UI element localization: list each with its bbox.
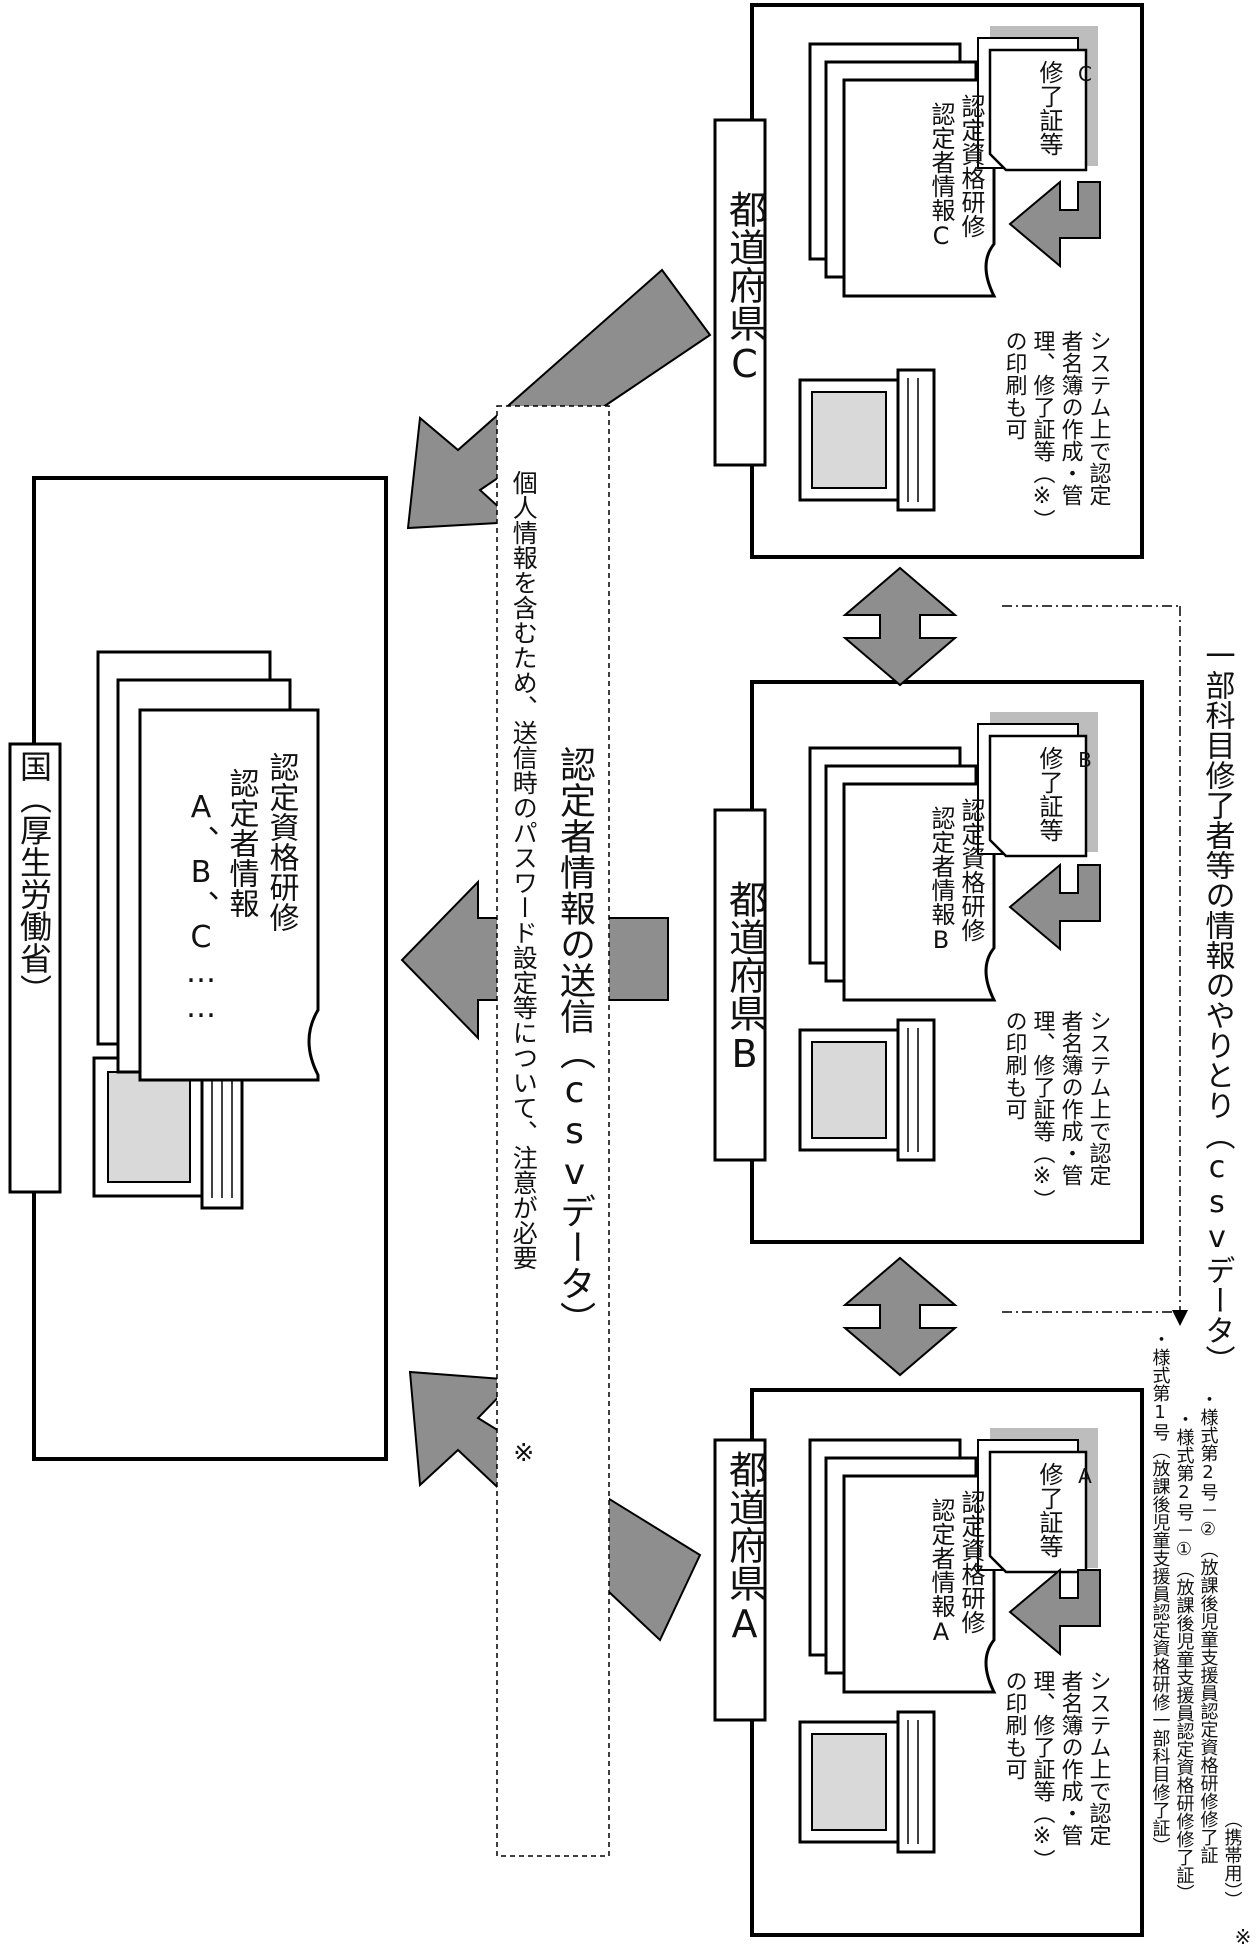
national-doc-line-1: 認定資格研修: [263, 752, 299, 932]
prefecture-b-system-note-3: 理、修了証等（※）: [1029, 1010, 1055, 1211]
prefecture-a-laptop-icon: [798, 1710, 936, 1854]
prefecture-a-doc-line-2: 認定者情報A: [927, 1498, 955, 1646]
national-title: 国（厚生労働省）: [15, 750, 53, 1006]
prefecture-a-system-note-3: 理、修了証等（※）: [1029, 1670, 1055, 1871]
national-document-stack-icon: [96, 650, 320, 1082]
prefecture-c-system-note-3: 理、修了証等（※）: [1029, 330, 1055, 531]
prefecture-a-document-stack-icon: [808, 1438, 997, 1694]
footnote-line-2: ・様式第2号－①（放課後児童支援員認定資格研修修了証）: [1173, 1410, 1195, 1902]
transmission-box: [496, 405, 610, 1857]
prefecture-b-title-box: [713, 808, 767, 1162]
prefecture-a-print-arrow-icon: [1008, 1567, 1101, 1657]
prefecture-c-doc-line-2: 認定者情報C: [927, 102, 955, 250]
prefecture-c-title-box: [713, 118, 767, 467]
prefecture-c-title: 都道府県C: [722, 190, 767, 386]
national-title-box: [8, 742, 62, 1194]
prefecture-c-print-arrow-icon: [1008, 179, 1101, 269]
prefecture-b-doc-line-2: 認定者情報B: [927, 806, 955, 954]
prefecture-b-title: 都道府県B: [722, 880, 767, 1076]
prefecture-b-certificate-icon: [977, 712, 1098, 858]
prefecture-a-certificate-icon: [977, 1428, 1098, 1574]
prefecture-a-title-box: [713, 1438, 767, 1722]
exchange-label: 一部科目修了者等の情報のやりとり（csvデータ）: [1199, 640, 1235, 1375]
national-doc-line-3: A、B、C……: [183, 790, 219, 1025]
arrow-from-c-to-national: [406, 268, 712, 530]
prefecture-b-cert-label: 修了証等: [1035, 746, 1063, 842]
prefecture-c-document-stack-icon: [808, 42, 997, 298]
prefecture-a-cert-tag: A: [1073, 1464, 1097, 1488]
national-doc-line-2: 認定者情報: [223, 768, 259, 918]
prefecture-a-system-note-1: システム上で認定: [1085, 1670, 1111, 1846]
footnote-mark: ※: [1231, 1925, 1255, 1949]
exchange-arrowhead-icon: [1172, 1310, 1188, 1326]
prefecture-b-system-note-4: の印刷も可: [1001, 1010, 1027, 1120]
prefecture-c-system-note-1: システム上で認定: [1085, 330, 1111, 506]
prefecture-a-cert-label: 修了証等: [1035, 1462, 1063, 1558]
prefecture-b-doc-line-1: 認定資格研修: [957, 798, 985, 942]
prefecture-a-doc-line-1: 認定資格研修: [957, 1490, 985, 1634]
transmission-note: 個人情報を含むため、送信時のパスワード設定等について、注意が必要: [509, 470, 539, 1270]
prefecture-a-system-note-2: 者名簿の作成・管: [1057, 1670, 1083, 1846]
prefecture-c-certificate-icon: [977, 26, 1098, 172]
prefecture-c-system-note-4: の印刷も可: [1001, 330, 1027, 440]
prefecture-b-system-note-1: システム上で認定: [1085, 1010, 1111, 1186]
prefecture-b-print-arrow-icon: [1008, 862, 1101, 952]
prefecture-c-system-note-2: 者名簿の作成・管: [1057, 330, 1083, 506]
prefecture-c-cert-tag: C: [1073, 62, 1097, 86]
double-arrow-a-b: [842, 1256, 958, 1377]
prefecture-a-title: 都道府県A: [722, 1450, 767, 1646]
prefecture-b-cert-tag: B: [1073, 748, 1097, 772]
prefecture-c-laptop-icon: [798, 368, 936, 512]
prefecture-b-laptop-icon: [798, 1018, 936, 1162]
double-arrow-b-c: [842, 566, 958, 687]
footnote-line-4: （携帯用））: [1221, 1810, 1243, 1909]
prefecture-c-doc-line-1: 認定資格研修: [957, 94, 985, 238]
prefecture-c-cert-label: 修了証等: [1035, 60, 1063, 156]
footnote-line-3: ・様式第2号－②（放課後児童支援員認定資格研修修了証: [1197, 1390, 1219, 1864]
exchange-dashdot-lines: [1002, 605, 1181, 1318]
footnote-line-1: ・様式第1号（放課後児童支援員認定資格研修一部科目修了証）: [1149, 1330, 1171, 1855]
prefecture-b-document-stack-icon: [808, 746, 997, 1002]
transmission-note-mark: ※: [509, 1438, 539, 1467]
prefecture-a-system-note-4: の印刷も可: [1001, 1670, 1027, 1780]
transmission-title: 認定者情報の送信（csvデータ）: [554, 746, 595, 1337]
prefecture-b-system-note-2: 者名簿の作成・管: [1057, 1010, 1083, 1186]
